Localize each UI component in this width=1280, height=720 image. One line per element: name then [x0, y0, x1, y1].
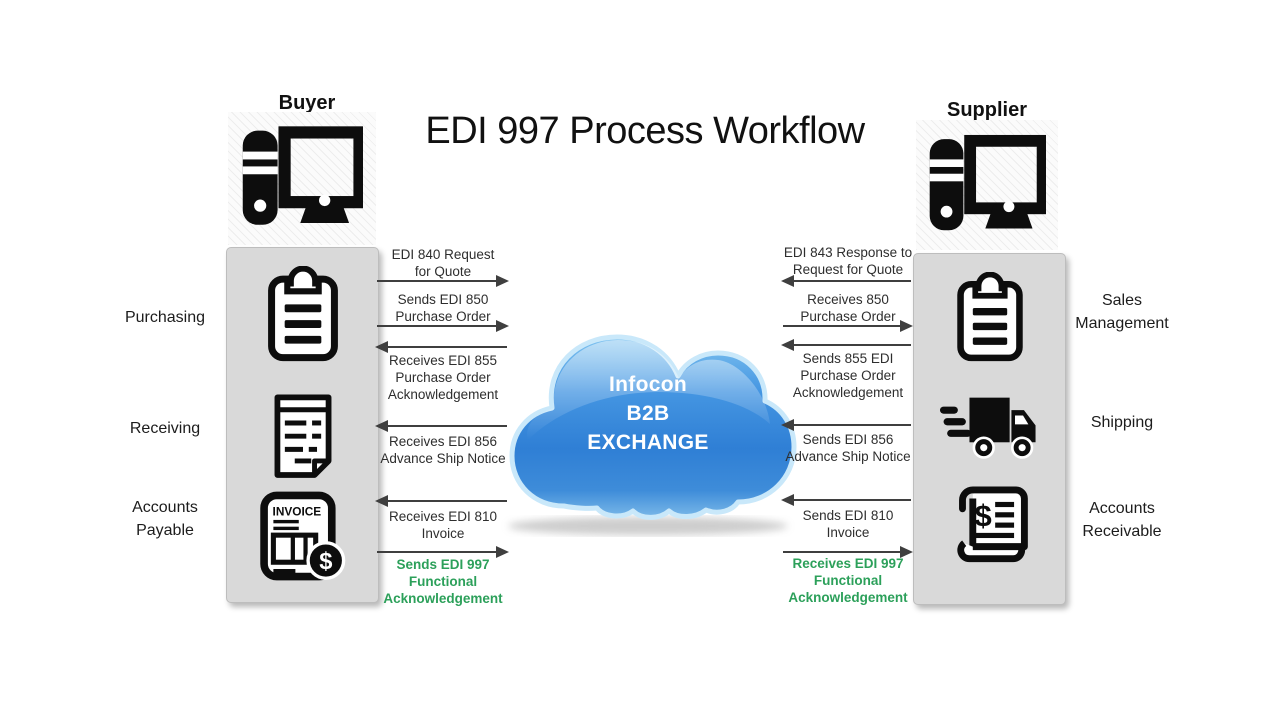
cloud-line-3: EXCHANGE: [587, 431, 709, 454]
flow-label-855-sends: Sends 855 EDI Purchase Order Acknowledge…: [792, 351, 904, 400]
arrow-edi997-right: [377, 546, 509, 558]
flow-label-edi856: Receives EDI 856 Advance Ship Notice: [380, 434, 506, 466]
buyer-panel: INVOICE $: [226, 247, 379, 603]
dept-label-sales-management: Sales Management: [1075, 292, 1169, 332]
flow-label-edi997-receives: Receives EDI 997 Functional Acknowledgem…: [788, 556, 908, 605]
arrow-856-left: [781, 419, 911, 431]
arrow-edi850-right: [377, 320, 509, 332]
dept-label-shipping: Shipping: [1090, 414, 1154, 431]
buyer-computer: [228, 112, 376, 245]
invoice-icon: INVOICE $: [259, 491, 347, 586]
dept-label-accounts-payable: Accounts Payable: [132, 499, 198, 539]
arrow-edi855-left: [375, 341, 507, 353]
page-title: EDI 997 Process Workflow: [425, 110, 865, 152]
dept-label-accounts-receivable: Accounts Receivable: [1082, 500, 1162, 540]
desktop-computer-icon: [241, 123, 366, 234]
svg-text:$: $: [974, 498, 991, 533]
arrow-edi840-right: [377, 275, 509, 287]
flow-label-850-receives: Receives 850 Purchase Order: [800, 292, 896, 324]
svg-text:$: $: [319, 549, 332, 575]
arrow-855-left: [781, 339, 911, 351]
buyer-label: Buyer: [278, 92, 336, 114]
clipboard-icon: [263, 265, 343, 367]
desktop-computer-icon: [928, 132, 1049, 239]
svg-text:INVOICE: INVOICE: [272, 505, 321, 519]
flow-label-edi843: EDI 843 Response to Request for Quote: [783, 245, 913, 277]
cloud-line-2: B2B: [626, 402, 670, 425]
cloud-text: Infocon B2B EXCHANGE: [498, 370, 798, 457]
flow-label-810-sends: Sends EDI 810 Invoice: [802, 508, 894, 540]
clipboard-icon: [952, 271, 1028, 367]
supplier-label: Supplier: [946, 99, 1027, 121]
flow-label-856-sends: Sends EDI 856 Advance Ship Notice: [785, 432, 911, 464]
receipt-icon: $: [947, 482, 1033, 575]
truck-icon: [939, 394, 1040, 467]
dept-label-purchasing: Purchasing: [124, 309, 206, 326]
arrow-edi856-left: [375, 420, 507, 432]
arrow-edi843-left: [781, 275, 911, 287]
b2b-exchange-cloud: Infocon B2B EXCHANGE: [498, 300, 798, 540]
arrow-810-left: [781, 494, 911, 506]
arrow-edi810-left: [375, 495, 507, 507]
arrow-850-right: [783, 320, 913, 332]
document-icon: [270, 391, 336, 488]
dept-label-receiving: Receiving: [129, 420, 201, 437]
flow-label-edi840: EDI 840 Request for Quote: [391, 247, 495, 279]
supplier-panel: $: [913, 253, 1066, 605]
flow-label-edi850: Sends EDI 850 Purchase Order: [395, 292, 491, 324]
cloud-icon: [508, 334, 797, 535]
arrow-997-right: [783, 546, 913, 558]
flow-label-edi810: Receives EDI 810 Invoice: [388, 509, 498, 541]
supplier-computer: [916, 120, 1058, 250]
flow-label-edi855: Receives EDI 855 Purchase Order Acknowle…: [387, 353, 499, 402]
cloud-line-1: Infocon: [609, 373, 687, 396]
flow-label-edi997-sends: Sends EDI 997 Functional Acknowledgement: [383, 557, 503, 606]
